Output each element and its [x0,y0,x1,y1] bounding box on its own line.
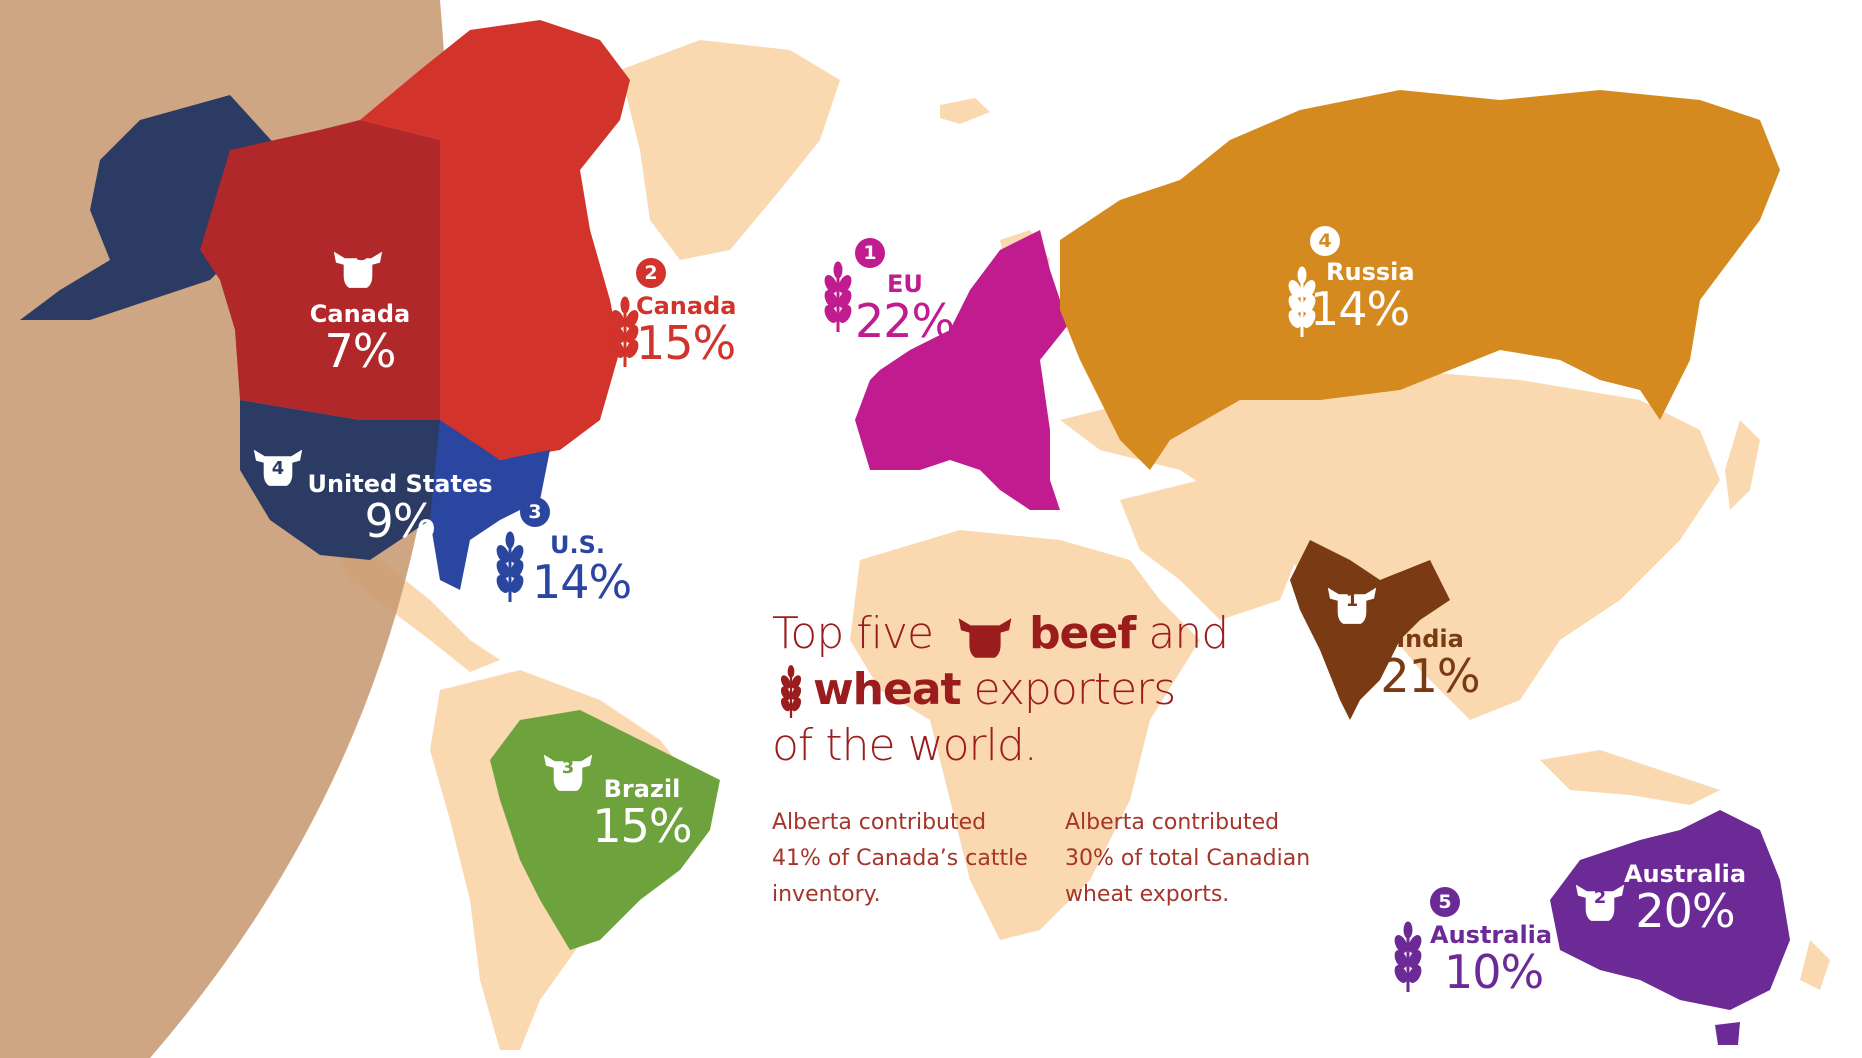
title-text: and [1148,608,1229,659]
canada-wheat-shape [360,20,630,460]
asia-shape [1060,370,1720,720]
share-value: 22% [855,294,955,348]
wheat-label-eu: 1 EU 22% [855,238,955,348]
title-line-1: Top five beef and [772,606,1292,662]
rank-badge: 4 [1310,226,1340,256]
wheat-note: Alberta contributed 30% of total Canadia… [1065,810,1311,907]
country-name: Canada [309,300,411,328]
country-name: United States [307,470,493,498]
wheat-icon [821,260,855,334]
beef-label-india: India 21% [1380,625,1480,699]
country-name: Australia [1623,860,1747,888]
share-value: 9% [364,494,437,548]
nz-shape [1800,940,1830,990]
country-name: India [1396,625,1464,653]
australia-shape [1550,810,1790,1010]
indonesia-shape [1540,750,1720,805]
title-beef: beef [1029,608,1136,659]
beef-label-brazil: Brazil 15% [592,775,692,849]
us-wheat-shape [430,420,550,590]
russia-shape [1060,90,1780,470]
india-shape [1290,540,1450,720]
rank-badge: 5 [1430,887,1460,917]
rank-badge: 1 [855,238,885,268]
us-beef-shape [240,400,440,560]
share-value: 15% [636,316,736,370]
title-text: exporters [973,664,1177,715]
wheat-label-us: 3 U.S. 14% [520,497,632,609]
greenland-shape [620,40,840,260]
country-name: Brazil [603,775,681,803]
wheat-label-canada: 2 Canada 15% [636,258,736,366]
africa-shape [850,530,1200,940]
canada-beef-shape [200,120,440,420]
wheat-label-russia: 4 Russia 14% [1310,226,1415,332]
beef-rank-canada: 5 [355,244,369,265]
beef-label-australia: Australia 20% [1620,860,1750,934]
iceland-shape [940,98,990,124]
share-value: 20% [1635,884,1735,938]
tasmania-shape [1715,1022,1740,1045]
infographic-title: Top five beef and wheat exporters of the… [772,606,1292,774]
title-line-2: wheat exporters [772,662,1292,718]
beef-rank-australia: 2 [1593,887,1607,908]
rank-badge: 3 [520,497,550,527]
japan-shape [1725,420,1760,510]
wheat-label-australia: 5 Australia 10% [1430,887,1552,995]
country-name: Australia [1430,921,1553,949]
rank-badge: 2 [636,258,666,288]
beef-rank-india: 1 [1345,590,1359,611]
share-value: 7% [324,324,397,378]
title-cow-icon [958,618,1012,658]
beef-note: Alberta contributed 41% of Canada’s catt… [772,810,1028,907]
share-value: 15% [592,799,692,853]
beef-label-canada: Canada 7% [290,300,430,374]
share-value: 21% [1380,649,1480,703]
title-text: Top five [772,608,934,659]
share-value: 14% [532,555,632,609]
eu-shape [855,230,1080,510]
country-name: Canada [636,292,737,320]
beef-label-us: United States 9% [300,470,500,544]
title-cow-icon [958,618,1012,658]
country-name: Russia [1326,258,1415,286]
brazil-shape [490,710,720,950]
title-wheat: wheat [813,664,962,715]
country-name: EU [887,270,923,298]
beef-rank-brazil: 3 [561,757,575,778]
title-line-3: of the world. [772,720,1038,771]
share-value: 10% [1444,945,1544,999]
share-value: 14% [1310,282,1410,336]
wheat-icon [1391,920,1425,994]
country-name: U.S. [550,531,606,559]
beef-rank-us: 4 [271,458,285,479]
